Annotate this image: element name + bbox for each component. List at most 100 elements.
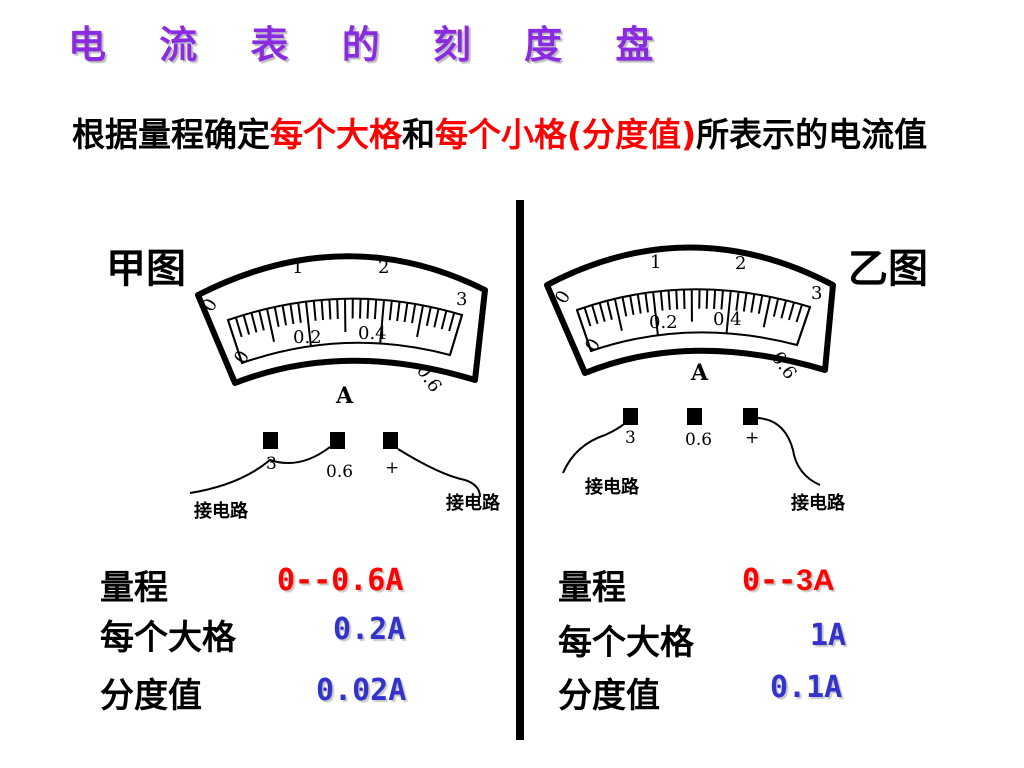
scale-tick — [227, 319, 243, 364]
scale-tick — [234, 317, 243, 338]
scale-tick — [305, 301, 312, 347]
figure-label-jia: 甲图 — [106, 246, 186, 292]
division-value-left: 0.02A — [316, 673, 407, 708]
scale-tick — [598, 302, 606, 322]
scale-tick — [449, 314, 463, 356]
scale-tick — [629, 295, 635, 316]
page-title: 电 流 表 的 刻 度 盘 — [68, 23, 674, 67]
big-division-value-right: 1A — [810, 618, 847, 653]
big-division-label-right: 每个大格 — [558, 623, 694, 663]
scale-tick — [591, 304, 599, 325]
scale-tick — [644, 292, 649, 313]
scale-tick — [312, 300, 317, 321]
scale-upper-2: 2 — [378, 257, 389, 278]
big-division-label-left: 每个大格 — [100, 618, 236, 658]
terminal-06: 0.6 — [685, 430, 712, 450]
scale-tick — [359, 298, 362, 319]
center-divider — [516, 200, 524, 740]
scale-tick — [795, 304, 803, 323]
scale-tick — [425, 306, 432, 326]
scale-tick — [416, 305, 424, 338]
wire-label-left: 接电路 — [585, 476, 640, 498]
range-value-left: 0--0.6A — [277, 563, 404, 598]
scale-tick — [411, 303, 417, 324]
big-division-value-left: 0.2A — [333, 612, 406, 647]
scale-tick — [388, 300, 393, 321]
scale-tick — [780, 300, 788, 319]
terminal-plus: + — [385, 458, 399, 478]
scale-tick — [742, 292, 748, 312]
scale-tick — [379, 299, 385, 344]
scale-tick — [320, 299, 325, 321]
scale-tick — [750, 293, 756, 313]
scale-tick — [328, 299, 332, 320]
scale-tick — [621, 296, 628, 317]
scale-lower-04: 0.4 — [713, 309, 742, 330]
scale-tick — [720, 290, 724, 310]
wire-label-right: 接电路 — [791, 492, 846, 514]
scale-tick — [433, 308, 440, 328]
scale-lower-06: 0.6 — [767, 348, 801, 384]
scale-tick — [373, 299, 378, 320]
scale-tick — [788, 302, 795, 321]
ammeter-dial-right: 0 1 2 3 0 0.2 0.4 0.6 A 3 0.6 + 接电路 接电路 — [544, 244, 846, 514]
scale-upper-2: 2 — [735, 253, 746, 274]
scale-lower-02: 0.2 — [293, 327, 322, 348]
intro-text: 根据量程确定每个大格和每个小格(分度值)所表示的电流值 — [72, 115, 928, 154]
scale-tick — [675, 289, 679, 310]
scale-tick — [796, 306, 811, 346]
scale-tick — [762, 296, 772, 328]
scale-upper-3: 3 — [456, 289, 467, 310]
range-value-right: 0--3A — [742, 563, 835, 598]
scale-tick — [396, 301, 401, 322]
scale-upper-3: 3 — [811, 283, 822, 304]
scale-tick — [273, 306, 280, 328]
scale-upper-0: 0 — [198, 295, 222, 315]
scale-tick — [606, 300, 613, 320]
wire-label-left: 接电路 — [194, 500, 249, 522]
scale-tick — [667, 290, 671, 310]
scale-tick — [366, 298, 370, 319]
highlight-big-division: 每个大格 — [270, 115, 402, 154]
scale-tick — [735, 291, 740, 311]
highlight-small-division: 每个小格(分度值) — [435, 115, 697, 154]
scale-tick — [258, 310, 265, 331]
scale-tick — [281, 305, 287, 326]
scale-lower-0: 0 — [581, 335, 605, 355]
range-label-left: 量程 — [100, 568, 168, 608]
scale-tick — [250, 312, 258, 333]
terminal-06: 0.6 — [326, 462, 353, 482]
division-value-label-left: 分度值 — [100, 676, 202, 716]
terminal-3: 3 — [266, 454, 277, 474]
scale-lower-0: 0 — [230, 347, 254, 367]
ammeter-dial-left: 0 1 2 3 0 0.2 0.4 0.6 A 3 0.6 + 接电路 接电路 — [189, 253, 501, 522]
scale-tick — [652, 291, 659, 336]
figure-label-yi: 乙图 — [848, 246, 928, 292]
scale-tick — [725, 290, 732, 334]
scale-upper-1: 1 — [292, 257, 303, 278]
scale-tick — [297, 302, 302, 323]
scale-tick — [289, 303, 295, 325]
scale-lower-04: 0.4 — [358, 323, 387, 344]
scale-tick — [440, 310, 448, 330]
scale-tick — [705, 289, 709, 309]
unit-label: A — [690, 360, 709, 386]
division-value-label-right: 分度值 — [558, 676, 660, 716]
scale-tick — [266, 308, 276, 342]
division-value-right: 0.1A — [770, 670, 843, 705]
range-label-right: 量程 — [558, 568, 626, 608]
terminal-plus: + — [745, 428, 759, 448]
scale-tick — [613, 298, 623, 331]
scale-tick — [757, 295, 764, 314]
scale-tick — [636, 293, 642, 314]
wire-label-right: 接电路 — [446, 492, 501, 514]
scale-tick — [659, 290, 664, 311]
unit-label: A — [335, 383, 354, 409]
scale-tick — [576, 309, 592, 352]
scale-tick — [583, 307, 592, 327]
scale-tick — [772, 298, 780, 317]
scale-lower-02: 0.2 — [649, 312, 678, 333]
scale-tick — [403, 302, 409, 323]
scale-tick — [336, 298, 339, 319]
scale-tick — [242, 314, 251, 335]
